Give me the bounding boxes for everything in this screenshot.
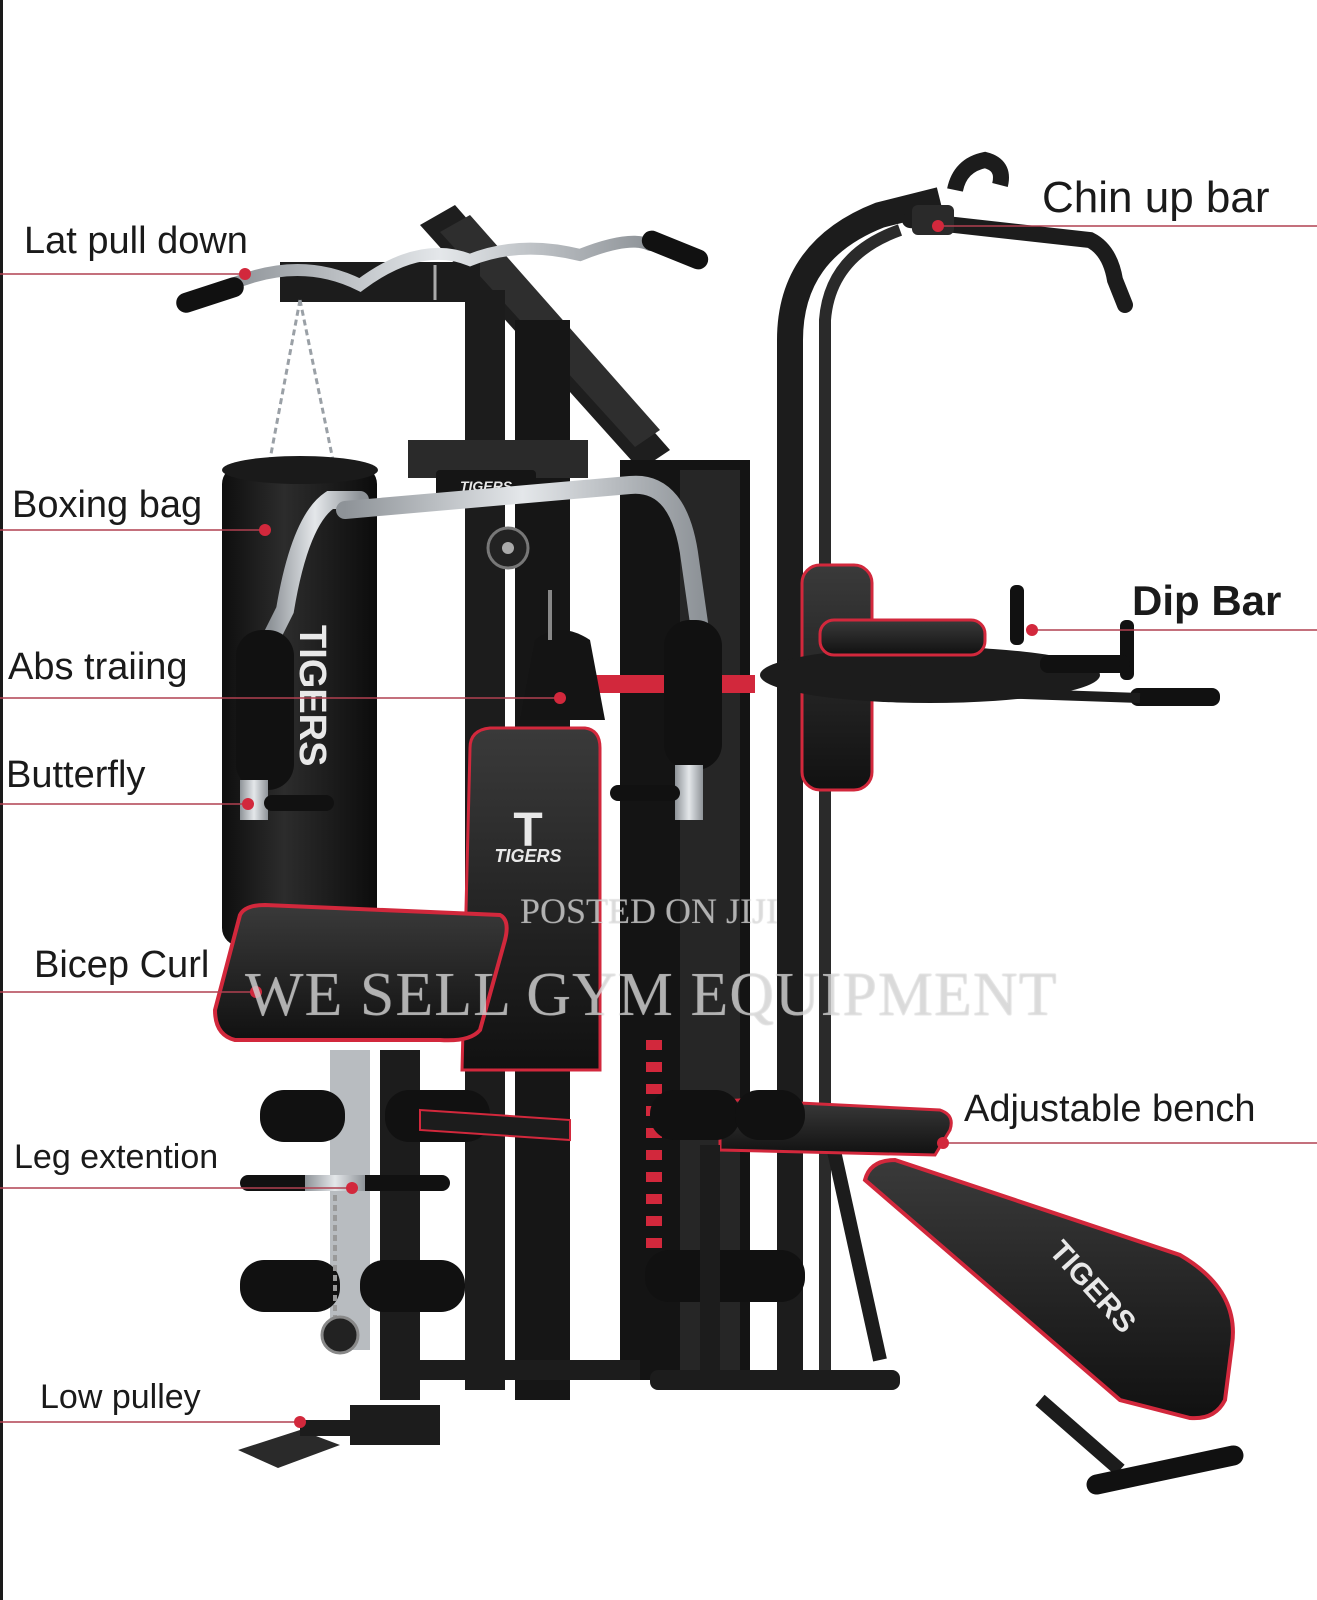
lat-bar: [176, 230, 709, 313]
seat-logo: TIGERS: [494, 846, 561, 866]
boxing-bag: TIGERS: [222, 299, 378, 946]
marker-abs-training: [554, 692, 566, 704]
label-low-pulley: Low pulley: [40, 1378, 201, 1416]
label-abs-training: Abs traiing: [8, 646, 188, 688]
chin-tower: [650, 151, 1220, 1390]
left-border: [0, 0, 3, 1600]
marker-bicep-curl: [250, 986, 262, 998]
marker-low-pulley: [294, 1416, 306, 1428]
watermark-seller: WE SELL GYM EQUIPMENT: [245, 961, 1058, 1029]
adjustable-bench: TIGERS: [645, 1090, 1244, 1495]
callout-markers: [239, 220, 1038, 1428]
seat-backrest: T TIGERS: [460, 726, 602, 1072]
label-dip-bar: Dip Bar: [1132, 577, 1282, 624]
seat-cushion: [212, 902, 509, 1043]
bag-logo: TIGERS: [291, 625, 333, 766]
label-butterfly: Butterfly: [6, 754, 146, 796]
label-leg-extension: Leg extention: [14, 1138, 219, 1176]
marker-leg-extension: [346, 1182, 358, 1194]
callout-lines: [0, 225, 1317, 1423]
leg-extension: [238, 1050, 640, 1468]
marker-lat-pull-down: [239, 268, 251, 280]
marker-adjustable-bench: [937, 1137, 949, 1149]
press-arms: [236, 475, 722, 820]
marker-chin-up-bar: [932, 220, 944, 232]
label-adjustable-bench: Adjustable bench: [964, 1088, 1256, 1130]
main-tower: TIGERS: [280, 205, 755, 1400]
label-boxing-bag: Boxing bag: [12, 484, 203, 526]
marker-boxing-bag: [259, 524, 271, 536]
label-chin-up-bar: Chin up bar: [1042, 173, 1270, 222]
seat-mark: T: [513, 804, 542, 857]
marker-butterfly: [242, 798, 254, 810]
marker-dip-bar: [1026, 624, 1038, 636]
label-bicep-curl: Bicep Curl: [34, 944, 210, 986]
watermark-posted: POSTED ON JIJI: [520, 891, 779, 931]
label-lat-pull-down: Lat pull down: [24, 220, 248, 262]
